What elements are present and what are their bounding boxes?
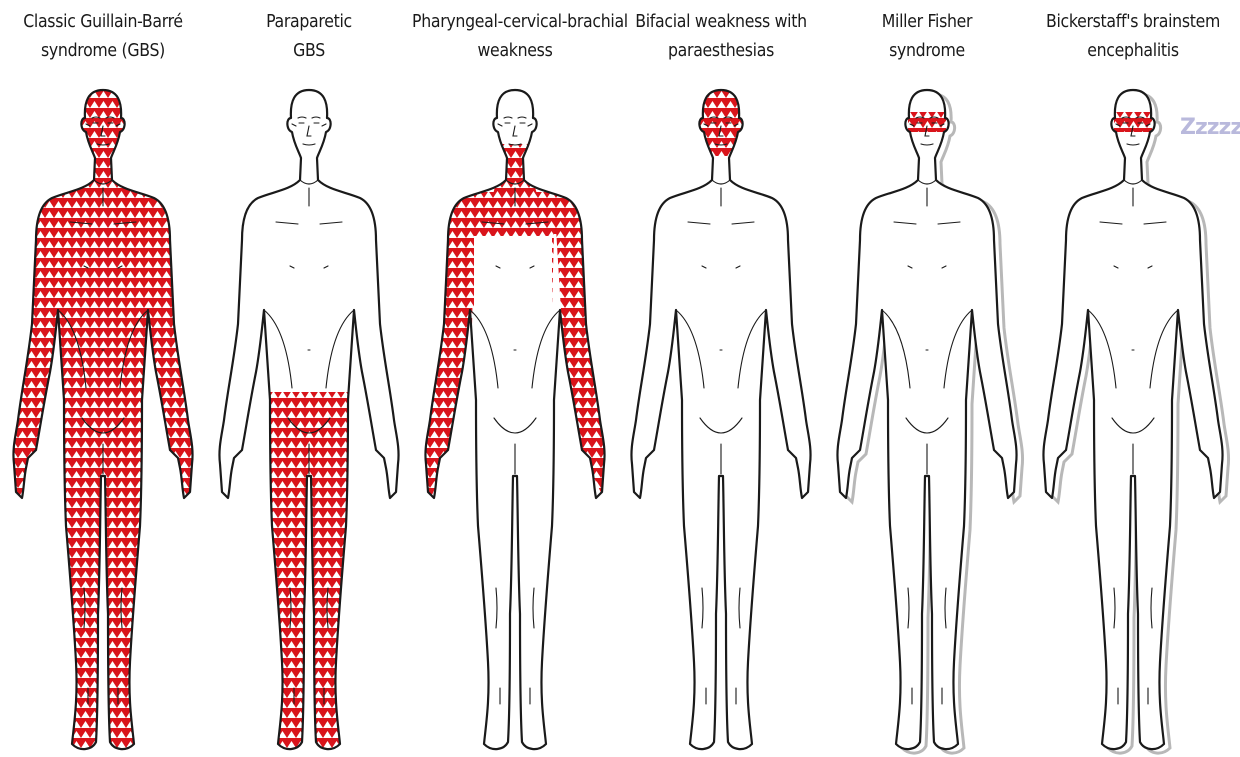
title-line-1: Bickerstaff's brainstem [1030,8,1236,37]
title-line-2: weakness [412,37,618,66]
drowsiness-label: Zzzzz [1180,115,1240,140]
body-figure [0,88,206,757]
body-figure [206,88,412,757]
panel-miller-fisher: Miller Fisher syndrome [824,0,1030,757]
affected-region-group [1114,112,1152,132]
title-line-1: Paraparetic [206,8,412,37]
panel-title: Classic Guillain-Barré syndrome (GBS) [0,8,206,66]
panel-title: Pharyngeal-cervical-brachial weakness [412,8,618,66]
affected-region-group [908,112,946,132]
affected-region-arms [556,228,614,508]
title-line-2: encephalitis [1030,37,1236,66]
body-figure [1030,88,1236,757]
affected-region-throat [492,144,538,180]
panel-title: Bickerstaff's brainstem encephalitis [1030,8,1236,66]
panel-bickerstaff: Bickerstaff's brainstem encephalitis Zzz… [1030,0,1236,757]
affected-region-eyes [1114,112,1152,132]
panel-title: Paraparetic GBS [206,8,412,66]
title-line-2: paraesthesias [618,37,824,66]
panel-pharyngeal-cervical-brachial: Pharyngeal-cervical-brachial weakness [412,0,618,757]
title-line-1: Pharyngeal-cervical-brachial [412,8,618,37]
title-line-1: Bifacial weakness with [618,8,824,37]
panel-paraparetic-gbs: Paraparetic GBS [206,0,412,757]
body-figure [412,88,618,757]
panel-bifacial-weakness: Bifacial weakness with paraesthesias [618,0,824,757]
affected-region-eyes [908,112,946,132]
body-figure [618,88,824,757]
panel-title: Miller Fisher syndrome [824,8,1030,66]
title-line-1: Classic Guillain-Barré [0,8,206,37]
title-line-2: syndrome [824,37,1030,66]
unaffected-chest [474,236,552,312]
panel-classic-gbs: Classic Guillain-Barré syndrome (GBS) [0,0,206,757]
title-line-2: GBS [206,37,412,66]
panel-title: Bifacial weakness with paraesthesias [618,8,824,66]
title-line-1: Miller Fisher [824,8,1030,37]
title-line-2: syndrome (GBS) [0,37,206,66]
body-figure [824,88,1030,757]
